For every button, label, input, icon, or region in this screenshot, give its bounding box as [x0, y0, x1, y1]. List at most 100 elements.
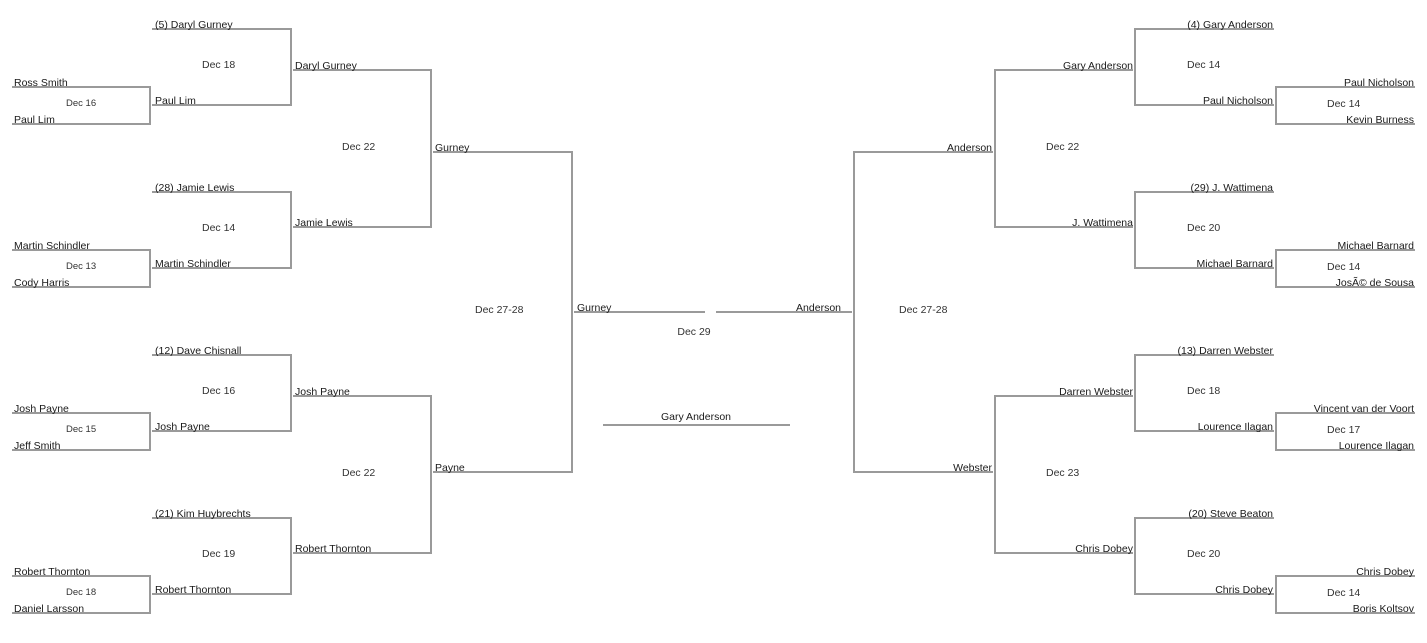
match-date: Dec 15 [66, 424, 96, 435]
bracket-line [12, 249, 151, 288]
player-name: J. Wattimena [1072, 217, 1133, 229]
bracket-line [293, 69, 432, 228]
player-name: Webster [953, 462, 992, 474]
player-name: (12) Dave Chisnall [155, 345, 241, 357]
match-date: Dec 14 [1327, 98, 1360, 110]
match-date: Dec 19 [202, 548, 235, 560]
match-date: Dec 14 [1327, 587, 1360, 599]
match-date: Dec 14 [1327, 261, 1360, 273]
player-name: Josh Payne [155, 421, 210, 433]
match-date: Dec 22 [1046, 141, 1079, 153]
left-r2-match-2: (28) Jamie Lewis Martin Schindler Dec 14 [152, 182, 292, 270]
player-name: Robert Thornton [14, 566, 90, 578]
player-name: Ross Smith [14, 77, 68, 89]
left-round4: Gurney Payne Dec 27-28 [433, 142, 573, 474]
player-name: (4) Gary Anderson [1187, 19, 1273, 31]
bracket-line [152, 354, 292, 432]
player-name: Robert Thornton [155, 584, 231, 596]
bracket-line [853, 151, 993, 473]
match-date: Dec 20 [1187, 222, 1220, 234]
right-r2-match-2: (29) J. Wattimena Michael Barnard Dec 20 [1134, 182, 1274, 270]
match-date: Dec 18 [202, 59, 235, 71]
player-name: Kevin Burness [1346, 114, 1414, 126]
bracket-line [152, 517, 292, 595]
player-name: Paul Nicholson [1203, 95, 1273, 107]
player-name: Chris Dobey [1075, 543, 1134, 555]
player-name: (29) J. Wattimena [1191, 182, 1274, 194]
player-name: Gary Anderson [1063, 60, 1133, 72]
player-name: JosÃ© de Sousa [1336, 276, 1415, 289]
match-date: Dec 16 [66, 98, 96, 109]
left-r1-match-2: Martin Schindler Cody Harris Dec 13 [12, 240, 151, 289]
final-match: Dec 29 Gary Anderson [603, 326, 790, 426]
match-date: Dec 20 [1187, 548, 1220, 560]
player-name: (20) Steve Beaton [1188, 508, 1273, 520]
left-round2: (5) Daryl Gurney Paul Lim Dec 18 (28) Ja… [152, 19, 292, 596]
match-date: Dec 17 [1327, 424, 1360, 436]
match-date: Dec 13 [66, 261, 96, 272]
left-round3: Daryl Gurney Jamie Lewis Dec 22 Josh Pay… [293, 60, 432, 555]
match-date: Dec 22 [342, 141, 375, 153]
player-name: Lourence Ilagan [1339, 440, 1414, 452]
match-date: Dec 14 [202, 222, 235, 234]
left-finalist: Gurney [574, 302, 705, 314]
left-r3-match-2: Josh Payne Robert Thornton Dec 22 [293, 386, 432, 555]
match-date: Dec 16 [202, 385, 235, 397]
player-name: Paul Lim [14, 114, 55, 126]
player-name: Lourence Ilagan [1198, 421, 1273, 433]
player-name: Daryl Gurney [295, 60, 358, 72]
bracket-line [994, 69, 1133, 228]
left-round1: Ross Smith Paul Lim Dec 16 Martin Schind… [12, 77, 151, 615]
left-r3-match-1: Daryl Gurney Jamie Lewis Dec 22 [293, 60, 432, 229]
right-round4: Anderson Webster Dec 27-28 [853, 142, 993, 474]
left-r2-match-1: (5) Daryl Gurney Paul Lim Dec 18 [152, 19, 292, 107]
player-name: Jeff Smith [14, 440, 61, 452]
match-date: Dec 18 [1187, 385, 1220, 397]
player-name: Michael Barnard [1338, 240, 1415, 252]
match-date: Dec 23 [1046, 467, 1079, 479]
player-name: Josh Payne [14, 403, 69, 415]
right-round1: Paul Nicholson Kevin Burness Dec 14 Mich… [1275, 77, 1415, 615]
player-name: Michael Barnard [1197, 258, 1274, 270]
player-name: Chris Dobey [1215, 584, 1274, 596]
player-name: (13) Darren Webster [1177, 345, 1273, 357]
bracket-line [1134, 517, 1274, 595]
right-r1-match-2: Michael Barnard JosÃ© de Sousa Dec 14 [1275, 240, 1415, 289]
right-r2-match-1: (4) Gary Anderson Paul Nicholson Dec 14 [1134, 19, 1274, 107]
player-name: Robert Thornton [295, 543, 371, 555]
player-name: Gurney [435, 142, 470, 154]
bracket-line [1275, 249, 1415, 288]
bracket-line [12, 412, 151, 451]
bracket-line [1134, 354, 1274, 432]
player-name: Jamie Lewis [295, 217, 353, 229]
match-date: Dec 27-28 [899, 304, 948, 316]
right-round3: Gary Anderson J. Wattimena Dec 22 Darren… [994, 60, 1134, 555]
match-date: Dec 14 [1187, 59, 1220, 71]
left-r2-match-3: (12) Dave Chisnall Josh Payne Dec 16 [152, 345, 292, 433]
player-name: Martin Schindler [155, 258, 231, 270]
right-r2-match-4: (20) Steve Beaton Chris Dobey Dec 20 [1134, 508, 1274, 596]
player-name: Boris Koltsov [1353, 603, 1415, 615]
player-name: Paul Lim [155, 95, 196, 107]
player-name: Cody Harris [14, 277, 69, 289]
bracket-line [994, 395, 1133, 554]
bracket-line [1275, 86, 1415, 125]
champion-name: Gary Anderson [661, 411, 731, 423]
right-round2: (4) Gary Anderson Paul Nicholson Dec 14 … [1134, 19, 1274, 596]
match-date: Dec 27-28 [475, 304, 524, 316]
player-name: Josh Payne [295, 386, 350, 398]
match-date: Dec 18 [66, 587, 96, 598]
right-r3-match-1: Gary Anderson J. Wattimena Dec 22 [994, 60, 1133, 229]
right-r3-match-2: Darren Webster Chris Dobey Dec 23 [994, 386, 1134, 555]
bracket-line [12, 86, 151, 125]
player-name: (21) Kim Huybrechts [155, 508, 251, 520]
player-name: Vincent van der Voort [1314, 403, 1414, 415]
player-name: Martin Schindler [14, 240, 90, 252]
left-r1-match-4: Robert Thornton Daniel Larsson Dec 18 [12, 566, 151, 615]
left-r2-match-4: (21) Kim Huybrechts Robert Thornton Dec … [152, 508, 292, 596]
left-r1-match-3: Josh Payne Jeff Smith Dec 15 [12, 403, 151, 452]
right-r2-match-3: (13) Darren Webster Lourence Ilagan Dec … [1134, 345, 1274, 433]
player-name: Daniel Larsson [14, 603, 84, 615]
bracket-line [12, 575, 151, 614]
